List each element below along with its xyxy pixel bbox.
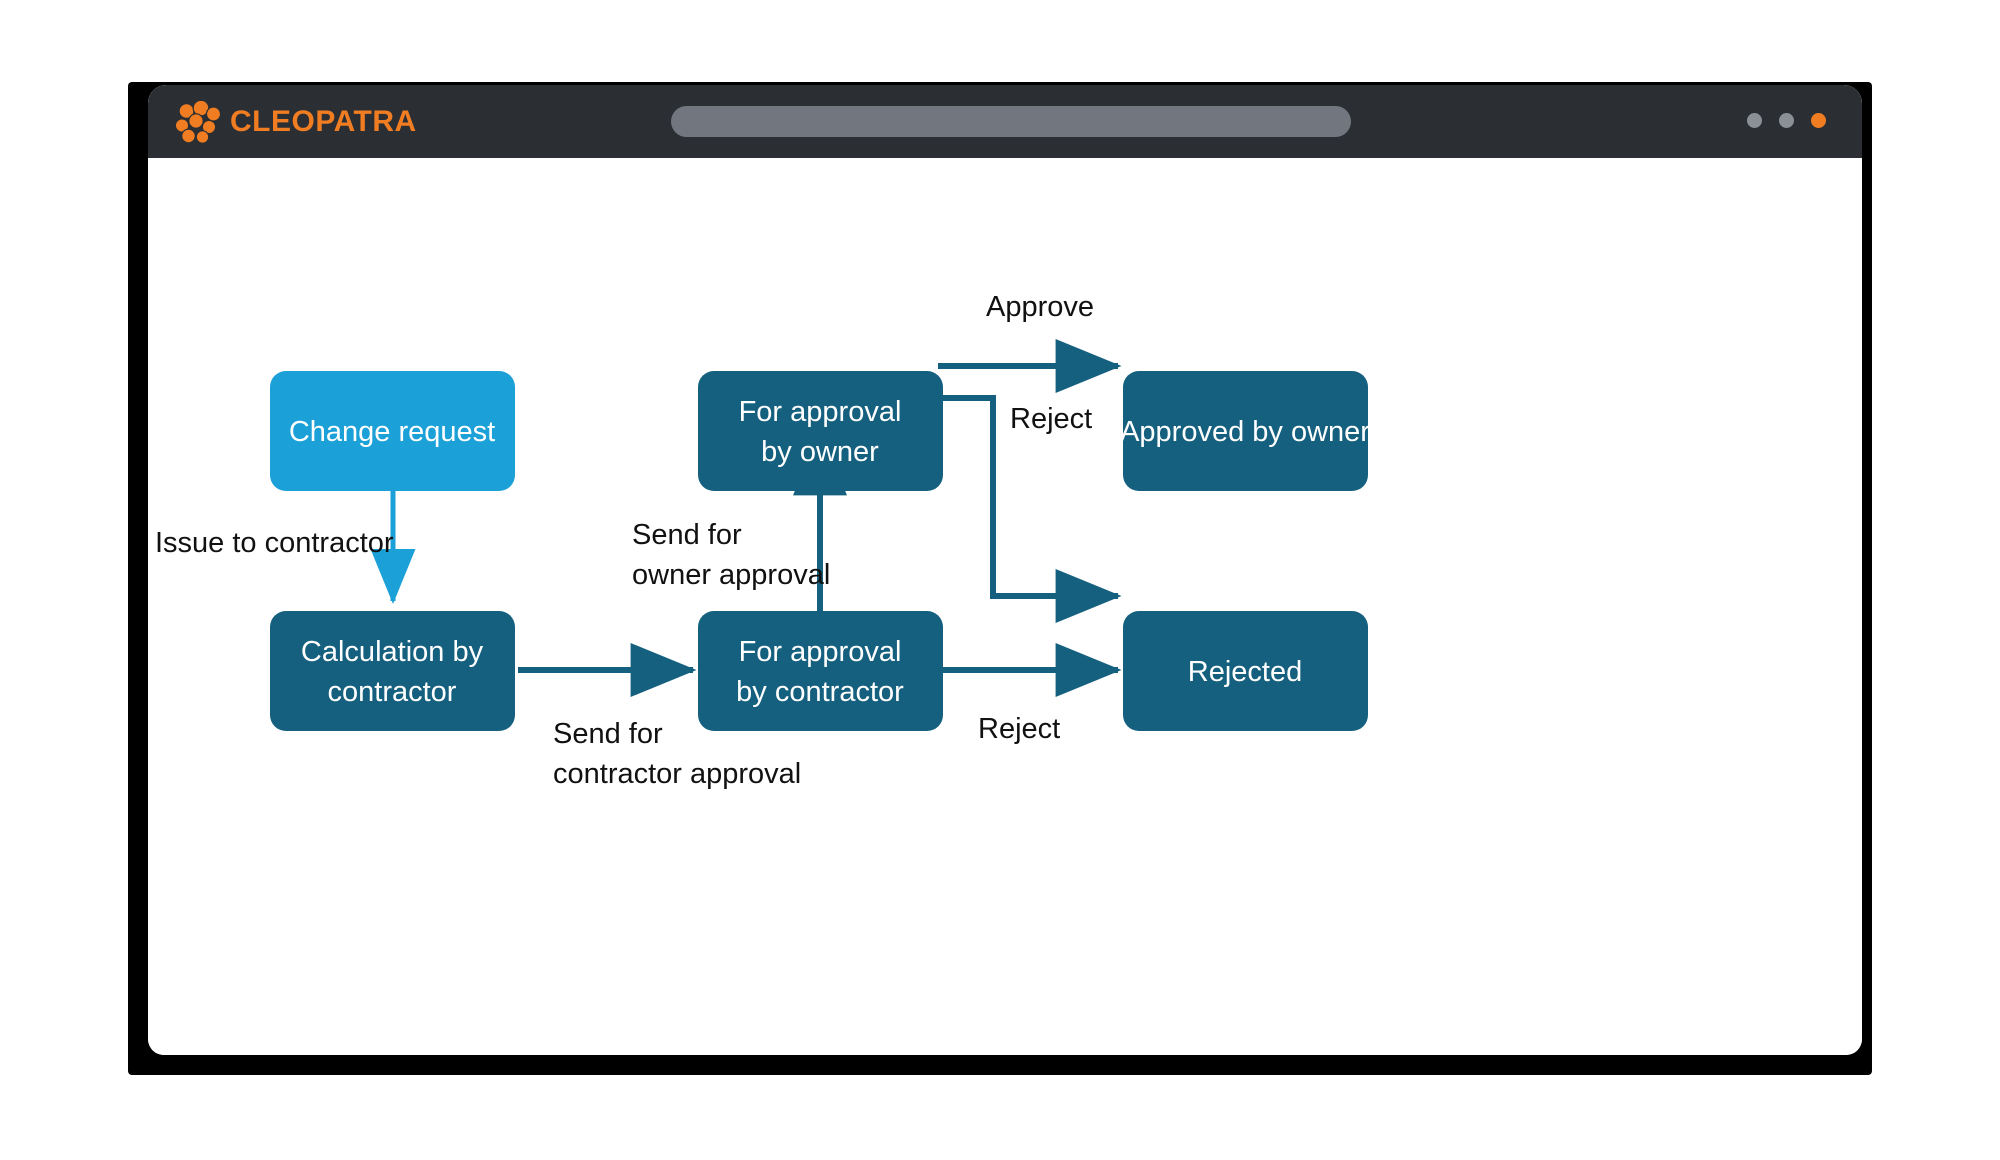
node-shape: [698, 611, 943, 731]
node-for-approval-by-owner[interactable]: For approval by owner: [698, 371, 943, 491]
node-calculation-by-contractor[interactable]: Calculation by contractor: [270, 611, 515, 731]
edge-send-for-contractor-approval: Send for contractor approval: [518, 643, 801, 790]
node-shape: [270, 371, 515, 491]
edge-approve: Approve: [938, 291, 1122, 393]
workflow-diagram: Issue to contractor Send for contractor …: [155, 291, 1370, 790]
edge-line: [938, 395, 1122, 623]
node-shape: [1123, 611, 1368, 731]
node-shape: [698, 371, 943, 491]
node-change-request[interactable]: Change request: [270, 371, 515, 491]
node-label-for-approval-by-owner-line2: by owner: [761, 436, 879, 468]
browser-window: CLEOPATRA: [148, 85, 1862, 1055]
edge-label-send-for-owner-approval-line1: Send for: [632, 519, 742, 551]
node-rejected[interactable]: Rejected: [1123, 611, 1368, 731]
edge-label-approve: Approve: [986, 291, 1094, 323]
node-label-approved-by-owner: Approved by owner: [1120, 416, 1370, 448]
edge-label-send-for-contractor-approval-line1: Send for: [553, 718, 663, 750]
maximize-dot[interactable]: [1779, 113, 1794, 128]
edge-issue-to-contractor: Issue to contractor: [155, 490, 416, 605]
edge-label-reject-owner: Reject: [1010, 403, 1092, 435]
node-label-change-request: Change request: [289, 416, 495, 448]
node-for-approval-by-contractor[interactable]: For approval by contractor: [698, 611, 943, 731]
node-approved-by-owner[interactable]: Approved by owner: [1120, 371, 1370, 491]
edge-reject-owner: Reject: [938, 395, 1122, 623]
flower-dots-icon: [176, 100, 220, 143]
node-label-for-approval-by-contractor-line1: For approval: [739, 636, 902, 668]
edge-label-send-for-owner-approval-line2: owner approval: [632, 559, 830, 591]
close-dot[interactable]: [1811, 113, 1826, 128]
node-label-rejected: Rejected: [1188, 656, 1302, 688]
edge-reject-contractor: Reject: [943, 643, 1122, 745]
node-shape: [270, 611, 515, 731]
node-label-calculation-line1: Calculation by: [301, 636, 484, 668]
edge-label-reject-contractor: Reject: [978, 713, 1060, 745]
diagram-canvas: Issue to contractor Send for contractor …: [148, 158, 1862, 1055]
window-controls: [1747, 113, 1826, 128]
browser-titlebar: CLEOPATRA: [148, 85, 1862, 158]
node-label-for-approval-by-contractor-line2: by contractor: [736, 676, 904, 708]
address-bar[interactable]: [671, 106, 1351, 137]
brand-logo[interactable]: CLEOPATRA: [176, 100, 417, 143]
minimize-dot[interactable]: [1747, 113, 1762, 128]
edge-label-send-for-contractor-approval-line2: contractor approval: [553, 758, 801, 790]
edge-label-issue-to-contractor: Issue to contractor: [155, 527, 394, 559]
node-label-for-approval-by-owner-line1: For approval: [739, 396, 902, 428]
brand-name: CLEOPATRA: [230, 104, 417, 138]
node-label-calculation-line2: contractor: [328, 676, 457, 708]
node-shape: [1123, 371, 1368, 491]
